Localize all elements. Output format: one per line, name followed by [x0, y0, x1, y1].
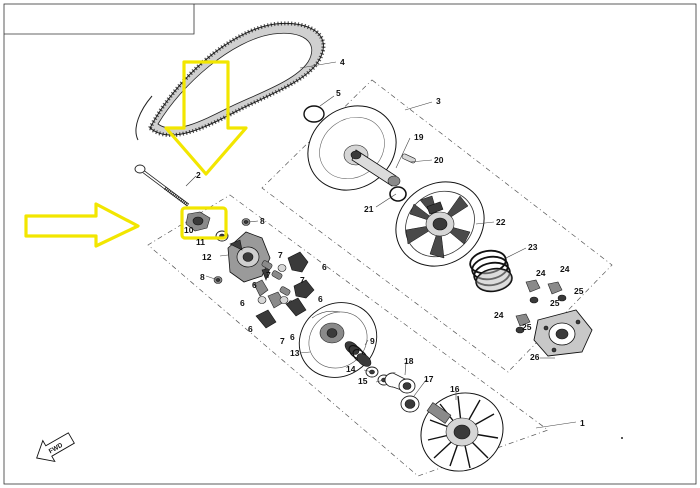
- callout-6d: 6: [318, 294, 323, 304]
- callout-25b: 25: [574, 286, 584, 296]
- callout-11: 11: [196, 237, 205, 247]
- part-25-washer-group: [515, 294, 567, 334]
- drive-belt: [135, 21, 326, 141]
- part-20-key: [401, 153, 416, 164]
- callout-10: 10: [184, 225, 194, 235]
- part-19-driven-fixed-sheave: [307, 105, 401, 191]
- callout-19: 19: [414, 132, 424, 142]
- callout-25a: 25: [550, 298, 560, 308]
- part-22-driven-movable-sheave: [395, 181, 485, 267]
- callout-16: 16: [450, 384, 460, 394]
- callout-15: 15: [358, 376, 368, 386]
- callout-14: 14: [346, 364, 356, 374]
- callout-2: 2: [196, 170, 201, 180]
- callout-4: 4: [340, 57, 345, 67]
- callout-22: 22: [496, 217, 506, 227]
- callout-12: 12: [202, 252, 212, 262]
- part-17-ring: [400, 395, 420, 413]
- callout-1: 1: [580, 418, 585, 428]
- callout-6b: 6: [252, 280, 257, 290]
- callout-7a: 7: [278, 250, 283, 260]
- callout-17: 17: [424, 374, 434, 384]
- callout-8a: 8: [260, 216, 265, 226]
- part-6-weight-group: [253, 251, 315, 329]
- callout-21: 21: [364, 204, 374, 214]
- callout-3: 3: [436, 96, 441, 106]
- part-23-driven-spring: [469, 249, 513, 293]
- part-24-screw-group: [515, 279, 563, 327]
- callout-9: 9: [370, 336, 375, 346]
- drive-clutch-group-outline: [147, 194, 549, 477]
- part-18-bushing: [384, 372, 416, 394]
- part-21-ring: [389, 186, 407, 202]
- callout-7d: 7: [280, 336, 285, 346]
- driven-clutch-group-outline: [261, 79, 613, 373]
- callout-13: 13: [290, 348, 300, 358]
- part-10-nut: [185, 211, 211, 232]
- callout-26: 26: [530, 352, 540, 362]
- part-26-cam-cover: [533, 309, 593, 357]
- callout-20: 20: [434, 155, 444, 165]
- callout-7b: 7: [266, 270, 271, 280]
- callout-5: 5: [336, 88, 341, 98]
- highlight-down-arrow: [164, 60, 248, 176]
- highlight-right-arrow: [24, 202, 140, 248]
- part-5-o-ring: [303, 105, 325, 123]
- callout-6c: 6: [240, 298, 245, 308]
- callout-6f: 6: [290, 332, 295, 342]
- diagram-frame: [3, 3, 697, 485]
- part-16-fixed-sheave: [420, 392, 504, 472]
- stray-dot: [621, 437, 623, 439]
- callout-labels: 1 2 3 4 5 6 6 6 6 6 6 7 7 7 7 8 8 9 10 1…: [184, 57, 585, 428]
- callout-24c: 24: [494, 310, 504, 320]
- fwd-direction-arrow: FWD: [36, 432, 75, 463]
- callout-24a: 24: [536, 268, 546, 278]
- callout-6e: 6: [248, 324, 253, 334]
- center-bolt: [134, 164, 190, 207]
- part-12-spider: [227, 231, 271, 283]
- highlight-box-part-10: [180, 206, 228, 240]
- callout-8b: 8: [200, 272, 205, 282]
- callout-7c: 7: [300, 275, 305, 285]
- callout-6a: 6: [322, 262, 327, 272]
- callout-24b: 24: [560, 264, 570, 274]
- callout-25c: 25: [522, 322, 532, 332]
- leader-lines: [185, 61, 577, 429]
- callout-18: 18: [404, 356, 414, 366]
- part-9-spring: [344, 341, 372, 367]
- callout-23: 23: [528, 242, 538, 252]
- title-block: [4, 4, 195, 35]
